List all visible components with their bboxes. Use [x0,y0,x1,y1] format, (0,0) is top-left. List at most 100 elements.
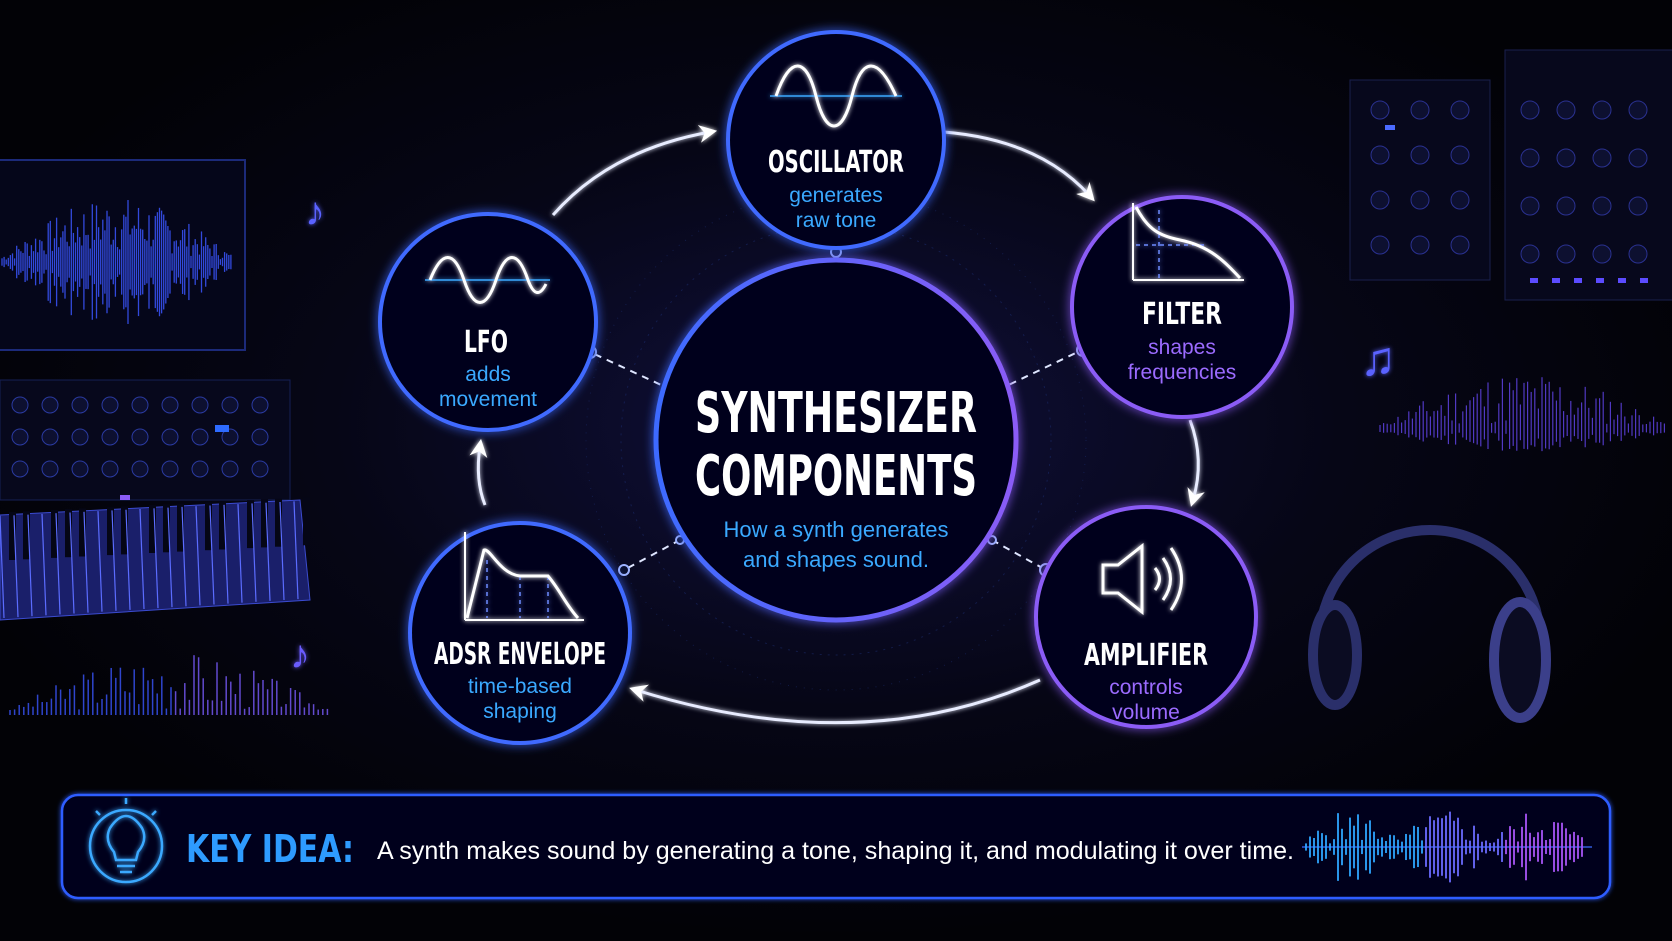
knob [1370,235,1390,255]
knob [1556,100,1576,120]
knob [101,460,119,478]
connector-adsr [623,539,681,571]
key-divider [181,506,187,607]
center-title-line1: SYNTHESIZER [695,381,977,446]
center-subtitle-line1: How a synth generates [723,517,948,542]
amplifier-desc-line1: controls [1109,676,1183,699]
knob [1410,235,1430,255]
adsr-desc-line1: time-based [468,675,572,698]
key-divider [167,507,173,608]
node-amplifier: AMPLIFIER controls volume [1034,505,1258,729]
knob [161,396,179,414]
knob [191,460,209,478]
black-key [205,502,212,551]
key-divider [209,505,215,605]
knob [131,396,149,414]
knob [191,428,209,446]
key-divider [41,513,47,616]
key-divider [27,514,33,617]
knob [71,428,89,446]
knob [41,460,59,478]
key-divider [55,513,61,615]
amplifier-desc-line2: volume [1112,701,1180,724]
knob [1556,148,1576,168]
lightbulb-icon [88,798,164,884]
lfo-desc-line1: adds [465,363,511,386]
knob [1450,100,1470,120]
knob [251,428,269,446]
knob [1450,190,1470,210]
indicator-light [1618,278,1626,283]
knob [131,428,149,446]
knob [71,396,89,414]
headphones-icon [1308,525,1551,723]
center-hub: SYNTHESIZER COMPONENTS How a synth gener… [653,257,1019,623]
banner-waveform [1302,811,1592,883]
oscillator-desc-line2: raw tone [796,209,877,232]
indicator-light [120,495,130,500]
amplifier-title: AMPLIFIER [1084,638,1208,673]
knob [1370,100,1390,120]
key-divider [293,501,299,600]
knob [1628,244,1648,264]
arrow-adsr-to-lfo [469,438,488,506]
knob [1628,100,1648,120]
envelope-curve-icon [464,532,584,621]
knob [41,428,59,446]
center-subtitle-line2: and shapes sound. [743,547,929,572]
key-divider [69,512,75,614]
indicator-light [1596,278,1604,283]
knob [221,460,239,478]
music-note-icon: ♪ [305,190,325,234]
oscillator-title: OSCILLATOR [768,145,904,180]
key-divider [265,502,271,601]
keyboard-body [0,499,311,621]
black-key [163,504,170,553]
node-adsr-envelope: ADSR ENVELOPE time-based shaping [408,521,632,745]
knob [1628,148,1648,168]
indicator-light [215,425,229,432]
knob [1410,190,1430,210]
knob [1520,196,1540,216]
knob [11,396,29,414]
key-divider [279,501,285,601]
knob [1370,190,1390,210]
knob [1370,145,1390,165]
left-studio-decoration: ♪ ♪ [0,159,329,715]
black-key [149,505,156,553]
music-note-icon: ♪ [290,633,310,677]
knob [1450,145,1470,165]
black-key [303,497,310,546]
knob [131,460,149,478]
lfo-title: LFO [464,325,508,360]
center-circle [653,257,1019,623]
indicator-light [1552,278,1560,283]
adsr-desc-line2: shaping [483,700,557,723]
indicator-light [1640,278,1648,283]
cycle-arrows [469,125,1205,725]
right-studio-decoration: ♫ [1308,49,1672,723]
key-divider [125,509,131,610]
knob [161,460,179,478]
indicator-light [1530,278,1538,283]
oscillator-desc-line1: generates [789,184,882,207]
black-key [275,498,282,547]
center-title-line2: COMPONENTS [695,444,977,509]
knob [251,460,269,478]
knob [1628,196,1648,216]
key-divider [0,515,5,619]
knob [221,396,239,414]
knob [1556,196,1576,216]
connector-lfo [589,351,673,391]
key-divider [83,511,89,613]
black-key [121,506,128,555]
knob [1410,100,1430,120]
knob [1592,148,1612,168]
key-divider [195,506,201,606]
connector-amplifier [991,539,1047,571]
indicator-light [1385,125,1395,130]
arrow-amplifier-to-adsr [629,678,1041,725]
connector-filter [997,349,1083,391]
indicator-light [1574,278,1582,283]
sine-wave-icon [770,64,902,128]
